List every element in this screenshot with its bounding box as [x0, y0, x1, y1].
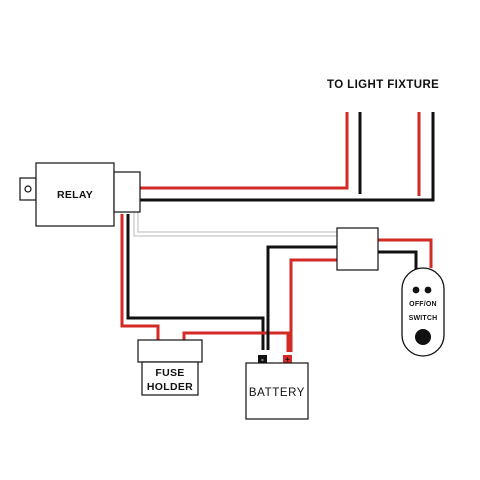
switch-button-icon [415, 329, 431, 345]
relay-connector [113, 171, 141, 213]
wire-relay-fuse-red [120, 214, 160, 340]
switch-label-line2: SWITCH [409, 315, 438, 322]
switch-led-right-icon [424, 286, 432, 294]
relay-body [35, 162, 115, 227]
relay-mount-hole [24, 185, 32, 193]
wire-fuse-battery-red [182, 331, 290, 352]
battery-label: BATTERY [249, 387, 305, 399]
wire-switch-red-out [378, 238, 433, 268]
fuse-holder-body [141, 361, 199, 396]
wire-fixture-red-left [140, 112, 349, 190]
wire-switch-black-out [378, 250, 418, 275]
fuse-label-line1: FUSE [155, 367, 184, 379]
off-on-switch: OFF/ON SWITCH [401, 267, 445, 357]
wire-relay-switch-gray [133, 200, 337, 237]
battery: - + BATTERY [245, 355, 309, 420]
wire-fixture-black-right [140, 112, 435, 202]
battery-negative-sign: - [261, 355, 264, 364]
wire-relay-ground-black [126, 214, 265, 350]
relay-label: RELAY [57, 189, 93, 201]
wire-switch-power-red [289, 258, 337, 352]
light-fixture-label: TO LIGHT FIXTURE [327, 79, 439, 91]
battery-positive-sign: + [285, 355, 290, 364]
battery-negative-terminal [258, 355, 267, 363]
fuse-holder-cap [137, 339, 203, 363]
battery-positive-terminal [283, 355, 292, 363]
relay: RELAY [19, 162, 141, 227]
wire-switch-ground-black [266, 245, 337, 350]
fuse-holder: FUSE HOLDER [137, 339, 203, 396]
switch-body [401, 267, 445, 357]
fuse-label-line2: HOLDER [147, 381, 193, 393]
switch-led-left-icon [412, 286, 420, 294]
switch-label-line1: OFF/ON [409, 301, 437, 308]
wire-relay-switch-gray-2 [137, 200, 337, 233]
battery-body [245, 362, 309, 420]
switch-connector [336, 227, 379, 271]
